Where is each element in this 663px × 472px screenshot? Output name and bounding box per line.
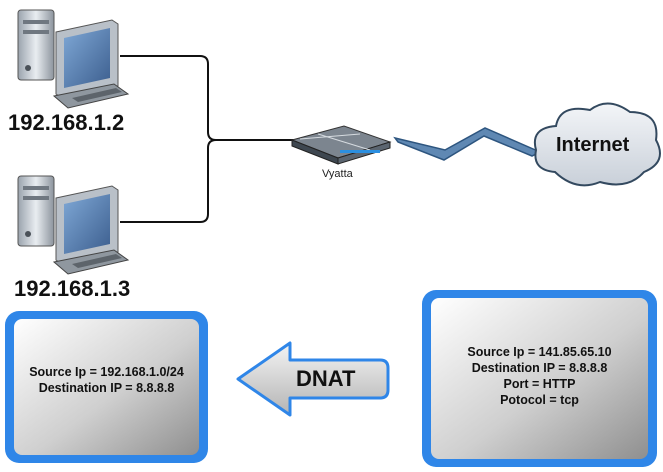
right-box-line: Destination IP = 8.8.8.8 [471, 361, 608, 375]
left-box-line: Destination IP = 8.8.8.8 [38, 381, 175, 395]
left-info-box [14, 319, 199, 455]
wan-link-icon [393, 127, 542, 161]
link-host2-router [120, 139, 217, 223]
link-host1-router [120, 55, 300, 141]
right-box-line: Source Ip = 141.85.65.10 [467, 345, 612, 359]
workstation-icon [17, 175, 130, 275]
switch-icon [290, 125, 392, 165]
router-label: Vyatta [322, 168, 353, 180]
right-box-text: Source Ip = 141.85.65.10 Destination IP … [431, 344, 648, 408]
cloud-icon [534, 102, 661, 187]
workstation-icon [17, 9, 130, 109]
right-info-box [431, 298, 648, 459]
left-box-line: Source Ip = 192.168.1.0/24 [29, 365, 184, 379]
dnat-label: DNAT [296, 366, 356, 391]
cloud-label: Internet [556, 134, 630, 156]
host-ip-label: 192.168.1.2 [8, 110, 125, 135]
left-box-text: Source Ip = 192.168.1.0/24 Destination I… [14, 364, 199, 396]
host-ip-label: 192.168.1.3 [14, 276, 131, 301]
right-box-line: Potocol = tcp [500, 393, 579, 407]
dnat-arrow-icon [236, 341, 390, 417]
right-box-line: Port = HTTP [503, 377, 576, 391]
